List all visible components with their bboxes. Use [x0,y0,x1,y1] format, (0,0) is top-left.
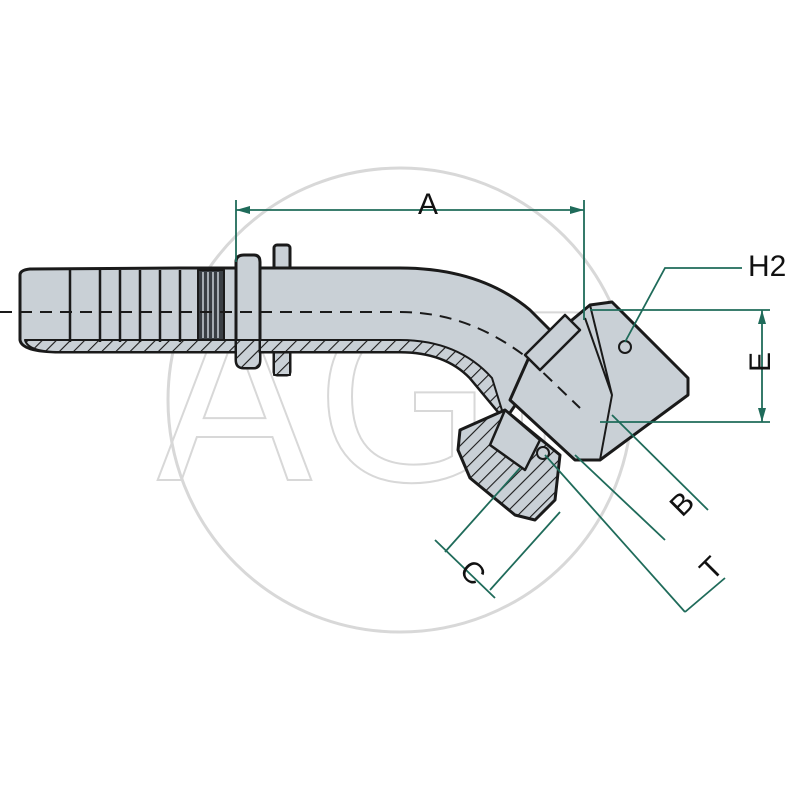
dimension-lines [235,200,770,613]
bent-tube-hatch [259,339,506,421]
nut-face-line [584,304,613,461]
fitting-body [18,243,690,522]
dim-t-line [684,577,726,613]
dim-label-c: C [453,554,492,593]
dim-label-a: A [418,188,438,221]
crimp-groove [197,269,225,341]
dim-c-line [434,539,496,599]
dim-label-b: B [664,485,701,522]
center-line [0,311,581,409]
dim-c-ext1 [444,467,521,553]
collar-hatch [235,339,261,369]
tail-barbs [68,270,182,342]
dim-c-ext2 [489,511,561,591]
dimension-arrows [236,206,766,422]
threaded-end-face [488,408,542,472]
dim-label-e: E [744,352,777,372]
dim-b-line [611,414,709,511]
dim-t-ext [544,454,686,613]
tail-section-hatch [24,339,237,353]
dim-h2-leader [624,267,742,343]
dim-label-h2: H2 [748,250,786,283]
nut-marker [618,340,632,354]
dim-label-t: T [694,551,730,587]
dim-b-ext [574,454,666,541]
